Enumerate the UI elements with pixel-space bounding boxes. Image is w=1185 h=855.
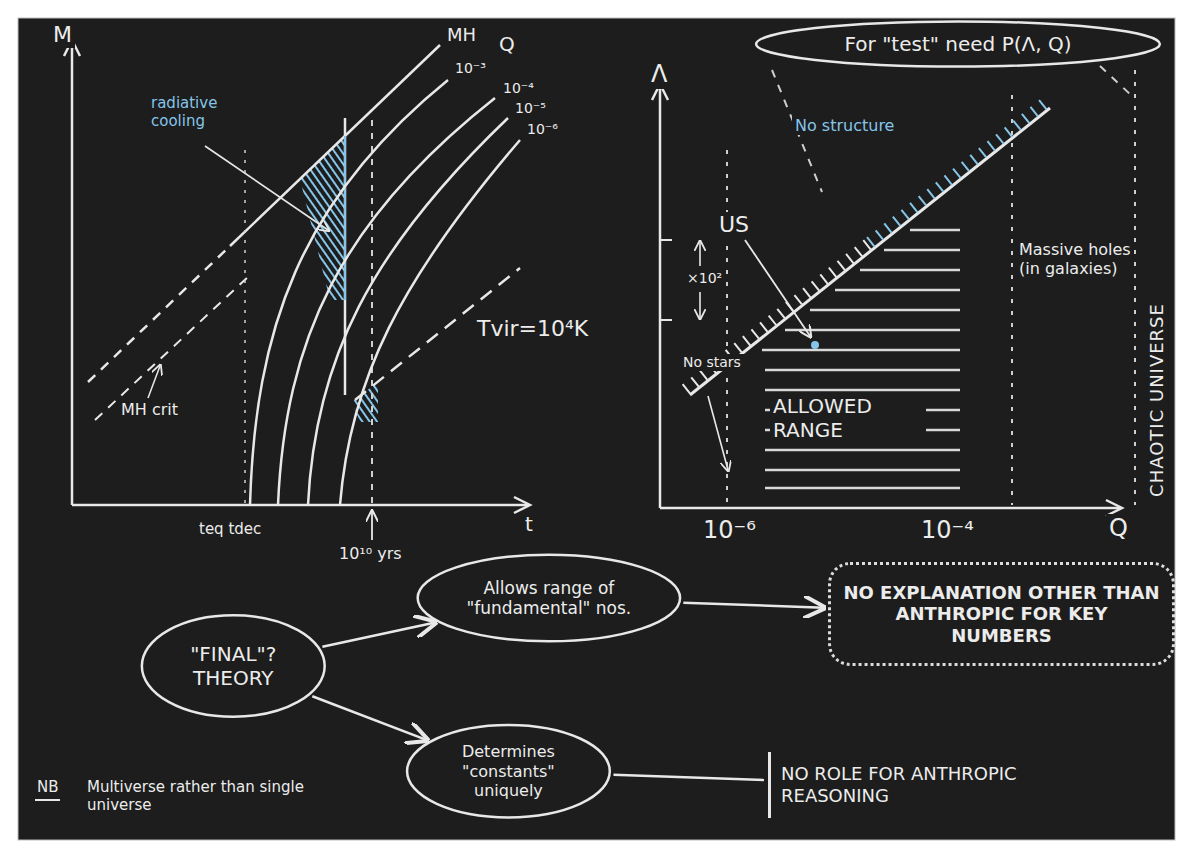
region-label: No structure	[792, 116, 897, 135]
flow-arrow	[683, 603, 824, 608]
text-block: Allows range of "fundamental" nos.	[461, 578, 636, 619]
outcome-oval: Determines "constants" uniquely	[405, 722, 612, 820]
outcome-oval: Allows range of "fundamental" nos.	[415, 552, 683, 644]
allowed-hatch	[810, 309, 960, 312]
region-label: No stars	[680, 354, 744, 371]
curve-label: MH	[444, 24, 479, 46]
theory-oval: "FINAL"? THEORY	[140, 612, 327, 720]
flow-arrow	[312, 696, 427, 740]
y-axis	[659, 85, 662, 508]
x-axis	[660, 507, 1120, 510]
tick-label: teq tdec	[196, 520, 264, 538]
mass-line-dashed	[88, 246, 230, 382]
q-limit-line	[726, 150, 728, 505]
allowed-hatch	[765, 469, 960, 472]
oval-outline	[418, 555, 680, 641]
text-block: NO ROLE FOR ANTHROPIC REASONING	[781, 763, 1023, 806]
curve-value: 10⁻³	[452, 60, 489, 77]
conclusion-box: NO EXPLANATION OTHER THAN ANTHROPIC FOR …	[828, 562, 1175, 666]
allowed-hatch	[835, 289, 960, 292]
q-curve	[308, 118, 508, 505]
curve-value: 10⁻⁴	[500, 80, 537, 97]
flow-arrow	[322, 623, 435, 647]
leader-arrow	[371, 512, 373, 540]
region-label: radiative cooling	[148, 94, 254, 130]
q-limit-line	[1134, 70, 1136, 505]
note-label: NB	[34, 778, 62, 796]
text-block: NO EXPLANATION OTHER THAN ANTHROPIC FOR …	[843, 582, 1160, 647]
point-label: US	[716, 212, 752, 238]
time-marker	[371, 120, 373, 505]
allowed-hatch	[765, 449, 960, 452]
mass-line	[230, 45, 440, 246]
region-label: ALLOWED RANGE	[770, 394, 926, 442]
axis-arrowhead	[514, 497, 530, 513]
curve-label: Q	[496, 32, 518, 56]
tick-label: 10¹⁰ yrs	[336, 544, 405, 563]
x-axis	[72, 504, 528, 507]
allowed-hatch	[884, 249, 960, 252]
structure-limit-line	[690, 108, 1050, 395]
line-label: MH crit	[118, 400, 181, 419]
region-label: CHAOTIC UNIVERSE	[1146, 300, 1168, 500]
leader-arrow	[148, 366, 160, 398]
q-curve	[278, 98, 495, 505]
allowed-hatch	[765, 487, 960, 490]
allowed-hatch	[910, 229, 960, 232]
allowed-hatch	[785, 329, 960, 332]
allowed-hatch	[860, 269, 960, 272]
leader-arrow	[708, 396, 728, 470]
oval-outline	[407, 725, 610, 817]
node-text: Allows range of "fundamental" nos.	[461, 578, 636, 619]
allowed-hatch	[762, 349, 960, 352]
leader-arrow	[205, 146, 328, 230]
q-limit-line	[1011, 95, 1013, 505]
line-label: Tvir=10⁴K	[474, 316, 591, 342]
oval-outline	[756, 21, 1160, 66]
text-block: Determines "constants" uniquely	[442, 742, 575, 800]
flow-arrow	[613, 775, 764, 780]
range-arrow	[699, 292, 701, 318]
node-text: NO ROLE FOR ANTHROPIC REASONING	[781, 763, 1023, 806]
note-oval: For "test" need P(Λ, Q)	[752, 20, 1164, 68]
conclusion-box: NO ROLE FOR ANTHROPIC REASONING	[768, 752, 1042, 818]
allowed-hatch	[765, 369, 960, 372]
region-label: Massive holes (in galaxies)	[1016, 240, 1134, 278]
node-text: Determines "constants" uniquely	[442, 742, 575, 800]
text-block: "FINAL"? THEORY	[174, 642, 293, 690]
us-dot	[811, 341, 819, 349]
tick-label: 10⁻⁶	[700, 516, 759, 545]
node-text: "FINAL"? THEORY	[174, 642, 293, 690]
allowed-hatch	[765, 389, 960, 392]
critical-mass-line	[95, 275, 250, 420]
oval-outline	[142, 615, 325, 717]
range-label: ×10²	[684, 270, 725, 287]
y-axis	[71, 42, 74, 505]
node-text: For "test" need P(Λ, Q)	[845, 32, 1072, 56]
axis-label: Q	[1106, 514, 1131, 543]
cooling-boundary	[344, 118, 347, 395]
axis-label: M	[50, 22, 75, 48]
time-marker	[244, 150, 246, 505]
node-text: NO EXPLANATION OTHER THAN ANTHROPIC FOR …	[843, 582, 1160, 647]
cooling-boundary-blue	[344, 136, 346, 300]
leader-arrow	[745, 240, 810, 336]
blackboard	[18, 18, 1175, 840]
text-block: For "test" need P(Λ, Q)	[845, 32, 1072, 56]
note-text: Multiverse rather than single universe	[84, 778, 320, 814]
projection-line	[1100, 66, 1132, 96]
tick-label: 10⁻⁴	[918, 516, 977, 545]
curve-value: 10⁻⁵	[512, 100, 549, 117]
axis-label: Λ	[648, 60, 670, 89]
underline	[35, 799, 60, 801]
curve-value: 10⁻⁶	[524, 121, 561, 138]
axis-label: t	[522, 512, 536, 536]
axis-tick	[660, 240, 672, 320]
range-arrow	[699, 242, 701, 266]
